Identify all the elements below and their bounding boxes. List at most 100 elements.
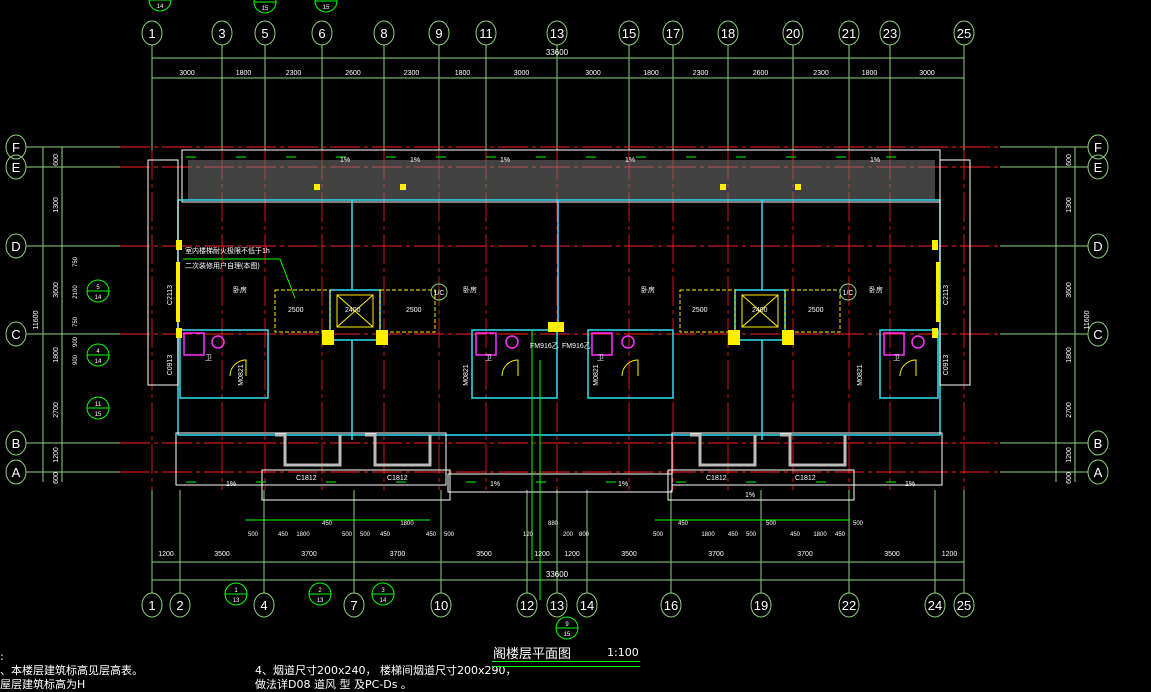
- dim-overall-top: 33600: [546, 48, 569, 57]
- axis-bottom-12-label: 12: [520, 598, 534, 613]
- wc-tag-circle: [430, 283, 448, 301]
- axis-right-C-bubble: [1087, 321, 1109, 347]
- axis-top-13-label: 13: [550, 26, 564, 41]
- room-label: 卧房: [463, 285, 477, 294]
- dim-side-inner: 900: [73, 336, 79, 347]
- dim-top: 2300: [286, 70, 302, 77]
- dim-top: 3000: [919, 70, 935, 77]
- axis-bottom-14-label: 14: [580, 598, 594, 613]
- opening-tag: C2113: [167, 285, 174, 305]
- dim-side-inner: 900: [73, 354, 79, 365]
- axis-bottom-7-bubble: [343, 592, 365, 618]
- axis-right-F-bubble: [1087, 134, 1109, 160]
- annotation-1: 室内楼梯耐火极限不低于1h: [185, 246, 270, 255]
- axis-left-C-label: C: [11, 327, 20, 342]
- annotation-2: 二次装修用户自理(本图): [185, 261, 260, 270]
- dim-bottom-detail: 500: [342, 532, 353, 538]
- bath-label: 卫: [893, 354, 900, 362]
- dim-top: 3000: [514, 70, 530, 77]
- detail-ref-side-sheet: 14: [95, 295, 102, 301]
- dim-bottom: 3500: [884, 551, 900, 558]
- wc-tag: 1/C: [434, 290, 445, 297]
- opening-tag: C2113: [943, 285, 950, 305]
- axis-top-21-label: 21: [842, 26, 856, 41]
- axis-left-F-bubble: [5, 134, 27, 160]
- dim-top: 3000: [585, 70, 601, 77]
- axis-bottom-24-label: 24: [928, 598, 942, 613]
- axis-top-20-label: 20: [786, 26, 800, 41]
- dim-side-left: 1800: [53, 347, 60, 363]
- door-tag: FM916乙: [562, 342, 591, 350]
- dim-top: 1800: [643, 70, 659, 77]
- axis-top-5-label: 5: [261, 26, 268, 41]
- slope-label: 1%: [870, 157, 880, 164]
- axis-left-E-bubble: [5, 154, 27, 180]
- slope-label: 1%: [905, 481, 915, 488]
- dim-bottom-detail: 120: [523, 532, 534, 538]
- room-label: 卧房: [233, 285, 247, 294]
- axis-top-1-bubble: [141, 20, 163, 46]
- dim-side-right: 1800: [1066, 347, 1073, 363]
- stair-dim: 2500: [808, 307, 824, 314]
- axis-bottom-22-bubble: [838, 592, 860, 618]
- elevator-dim: 2400: [752, 307, 768, 314]
- axis-top-18-label: 18: [721, 26, 735, 41]
- opening-tag: M0821: [463, 364, 470, 386]
- wc-tag: 1/C: [843, 290, 854, 297]
- axis-bottom-2-label: 2: [176, 598, 183, 613]
- axis-right-E-bubble: [1087, 154, 1109, 180]
- axis-top-17-label: 17: [666, 26, 680, 41]
- axis-top-13-bubble: [546, 20, 568, 46]
- dim-bottom: 3700: [301, 551, 317, 558]
- dim-bottom-detail: 1800: [296, 532, 310, 538]
- axis-right-A-label: A: [1094, 465, 1103, 480]
- axis-top-25-label: 25: [957, 26, 971, 41]
- dim-top: 1800: [862, 70, 878, 77]
- axis-right-D-label: D: [1093, 239, 1102, 254]
- axis-bottom-25-label: 25: [957, 598, 971, 613]
- title-underline: [492, 661, 640, 667]
- detail-ref-side-sheet: 15: [95, 412, 102, 418]
- dim-top: 2300: [404, 70, 420, 77]
- axis-bottom-13-label: 13: [550, 598, 564, 613]
- axis-bottom-4-bubble: [253, 592, 275, 618]
- dim-bottom-detail: 880: [548, 521, 559, 527]
- slope-label: 1%: [618, 481, 628, 488]
- dim-bottom-detail: 450: [322, 521, 333, 527]
- detail-ref-top-sheet: 14: [157, 4, 164, 10]
- opening-tag: C0913: [167, 355, 174, 376]
- note-2: 、本楼层建筑标高见层高表。: [0, 664, 143, 677]
- axis-top-8-label: 8: [380, 26, 387, 41]
- dim-top: 1800: [455, 70, 471, 77]
- dim-bottom-detail: 500: [653, 532, 664, 538]
- front-wall-right: [671, 432, 943, 486]
- dim-bottom-detail: 200: [563, 532, 574, 538]
- dim-bottom-detail: 500: [360, 532, 371, 538]
- axis-bottom-19-bubble: [750, 592, 772, 618]
- note-5: 做法详D08 道风 型 及PC-Ds 。: [255, 678, 412, 691]
- axis-left-D-label: D: [11, 239, 20, 254]
- dim-top: 3000: [179, 70, 195, 77]
- dim-bottom-detail: 450: [835, 532, 846, 538]
- dim-bottom: 1200: [942, 551, 958, 558]
- detail-ref-bottom-num: 9: [565, 622, 569, 628]
- window-tag: C1812: [387, 475, 408, 482]
- elevator-dim: 2400: [345, 307, 361, 314]
- dim-bottom: 3700: [797, 551, 813, 558]
- dim-bottom: 3500: [621, 551, 637, 558]
- detail-ref-side-sheet: 14: [95, 359, 102, 365]
- dim-side-left: 600: [53, 472, 60, 484]
- dim-side-inner: 750: [73, 256, 79, 267]
- dim-bottom-detail: 450: [380, 532, 391, 538]
- dim-bottom-detail: 450: [728, 532, 739, 538]
- dim-bottom: 3500: [476, 551, 492, 558]
- outer-wall: [177, 199, 941, 436]
- axis-right-C-label: C: [1093, 327, 1102, 342]
- dim-side-left: 1300: [53, 197, 60, 213]
- axis-top-21-bubble: [838, 20, 860, 46]
- dim-top: 2600: [345, 70, 361, 77]
- dim-side-left: 600: [53, 154, 60, 166]
- dim-overall-side-left: 11600: [33, 310, 40, 329]
- dim-bottom-detail: 500: [766, 521, 777, 527]
- window-tag: C1812: [795, 475, 816, 482]
